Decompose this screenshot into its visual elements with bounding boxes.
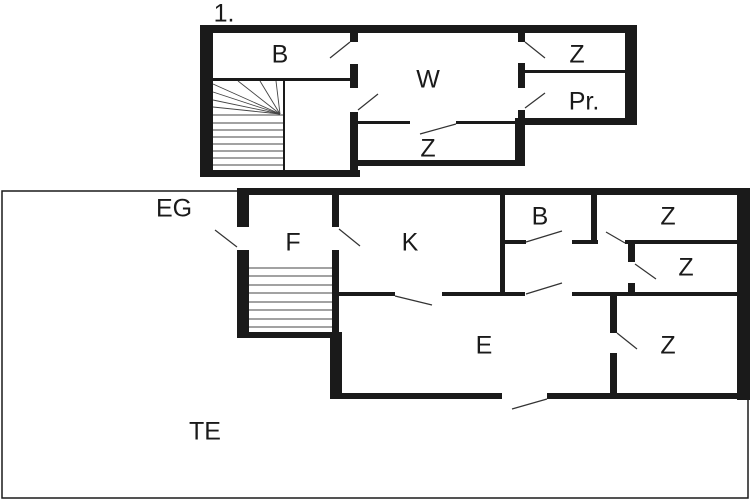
floor-label-upper: 1. (214, 0, 235, 28)
room-label: Pr. (569, 88, 600, 116)
room-label: B (532, 203, 549, 231)
room-label: W (416, 66, 440, 94)
ground-floor: EG F K B Z Z E Z TE (156, 188, 750, 446)
upper-floor: 1. B W Z Pr. Z (200, 0, 637, 177)
room-label: Z (569, 41, 584, 69)
room-label: Z (678, 254, 693, 282)
room-label: K (402, 229, 419, 257)
terrace-outline (1, 190, 749, 499)
terrace-label: TE (189, 418, 221, 446)
room-label: Z (660, 203, 675, 231)
room-label: B (272, 41, 289, 69)
room-label: F (285, 229, 300, 257)
floor-label-ground: EG (156, 195, 192, 223)
room-label: E (476, 332, 493, 360)
room-label: Z (420, 135, 435, 163)
staircase-upper (212, 80, 283, 166)
staircase-ground (249, 267, 332, 328)
room-label: Z (660, 332, 675, 360)
